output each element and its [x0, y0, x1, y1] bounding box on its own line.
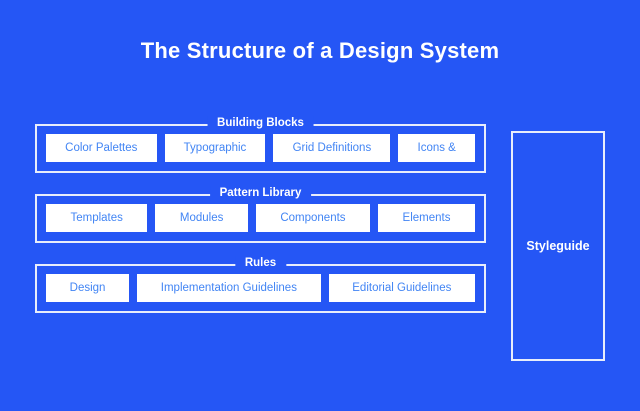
styleguide-panel: Styleguide	[511, 131, 605, 361]
item-design[interactable]: Design	[46, 274, 130, 302]
item-color-palettes[interactable]: Color Palettes	[46, 134, 157, 162]
item-templates[interactable]: Templates	[46, 204, 148, 232]
item-typographic[interactable]: Typographic	[164, 134, 266, 162]
item-implementation-guidelines[interactable]: Implementation Guidelines	[137, 274, 321, 302]
group-items-pattern-library: Templates Modules Components Elements	[46, 204, 475, 232]
item-grid-definitions[interactable]: Grid Definitions	[273, 134, 391, 162]
page-title: The Structure of a Design System	[140, 38, 500, 63]
group-building-blocks: Building Blocks Color Palettes Typograph…	[35, 116, 486, 173]
group-items-building-blocks: Color Palettes Typographic Grid Definiti…	[46, 134, 475, 162]
group-items-rules: Design Implementation Guidelines Editori…	[46, 274, 475, 302]
item-icons-and[interactable]: Icons &	[398, 134, 475, 162]
group-legend-building-blocks: Building Blocks	[207, 116, 314, 131]
group-legend-rules: Rules	[234, 256, 287, 271]
groups-column: Building Blocks Color Palettes Typograph…	[35, 116, 486, 313]
styleguide-label: Styleguide	[526, 239, 590, 253]
group-rules: Rules Design Implementation Guidelines E…	[35, 256, 486, 313]
group-pattern-library: Pattern Library Templates Modules Compon…	[35, 186, 486, 243]
item-elements[interactable]: Elements	[378, 204, 475, 232]
item-components[interactable]: Components	[255, 204, 371, 232]
item-editorial-guidelines[interactable]: Editorial Guidelines	[328, 274, 475, 302]
group-legend-pattern-library: Pattern Library	[209, 186, 312, 201]
item-modules[interactable]: Modules	[155, 204, 248, 232]
